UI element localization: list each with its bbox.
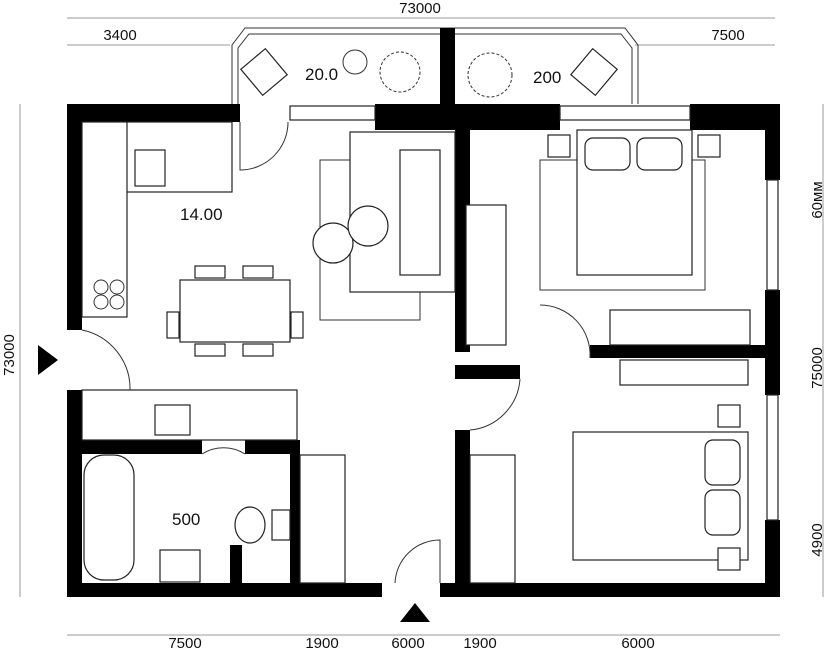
wardrobe-hall [299, 454, 346, 584]
balcony-right-area: 200 [533, 68, 561, 87]
bathroom-fixtures [83, 454, 346, 584]
windows [289, 105, 779, 521]
balcony-furniture [239, 47, 619, 98]
kitchen-sink [134, 149, 166, 187]
balcony-divider-wall [440, 28, 455, 128]
bedroom-furniture [469, 129, 751, 584]
coffee-table [312, 222, 354, 264]
bathtub [83, 454, 135, 581]
dimension-bottom-5: 6000 [621, 635, 654, 652]
dimension-bottom-3: 6000 [391, 635, 424, 652]
entrance-arrow-icon [400, 603, 430, 622]
kitchen-living-area: 14.00 [180, 205, 223, 224]
dining-table [166, 265, 304, 357]
dimension-top-total: 73000 [399, 0, 441, 17]
wardrobe-1 [609, 309, 751, 346]
bathroom-area: 500 [172, 510, 200, 529]
dimension-left-total: 73000 [1, 334, 18, 376]
dimension-right-top: 60мм [809, 181, 826, 218]
doors [81, 121, 591, 584]
washbasin [159, 549, 201, 583]
tv-console [465, 204, 507, 346]
living-area [312, 131, 507, 346]
walls [67, 104, 780, 597]
kitchen-units [81, 121, 298, 441]
entrance-arrow-icon [38, 345, 58, 375]
dimension-bottom-2: 1900 [305, 635, 338, 652]
dimension-bottom-4: 1900 [463, 635, 496, 652]
dimension-top-left: 3400 [103, 27, 136, 44]
dimension-bottom-1: 7500 [168, 635, 201, 652]
balcony-left-area: 20.0 [305, 65, 338, 84]
wardrobe-2 [469, 454, 516, 584]
dresser [619, 359, 749, 386]
dimension-top-right: 7500 [711, 27, 744, 44]
bathroom-sink-counter [154, 404, 191, 436]
toilet [234, 506, 266, 544]
dimension-right-bottom: 4900 [809, 523, 826, 556]
dimension-lines [19, 17, 824, 636]
balcony-outline [231, 27, 639, 104]
dimension-right-middle: 75000 [809, 347, 826, 389]
